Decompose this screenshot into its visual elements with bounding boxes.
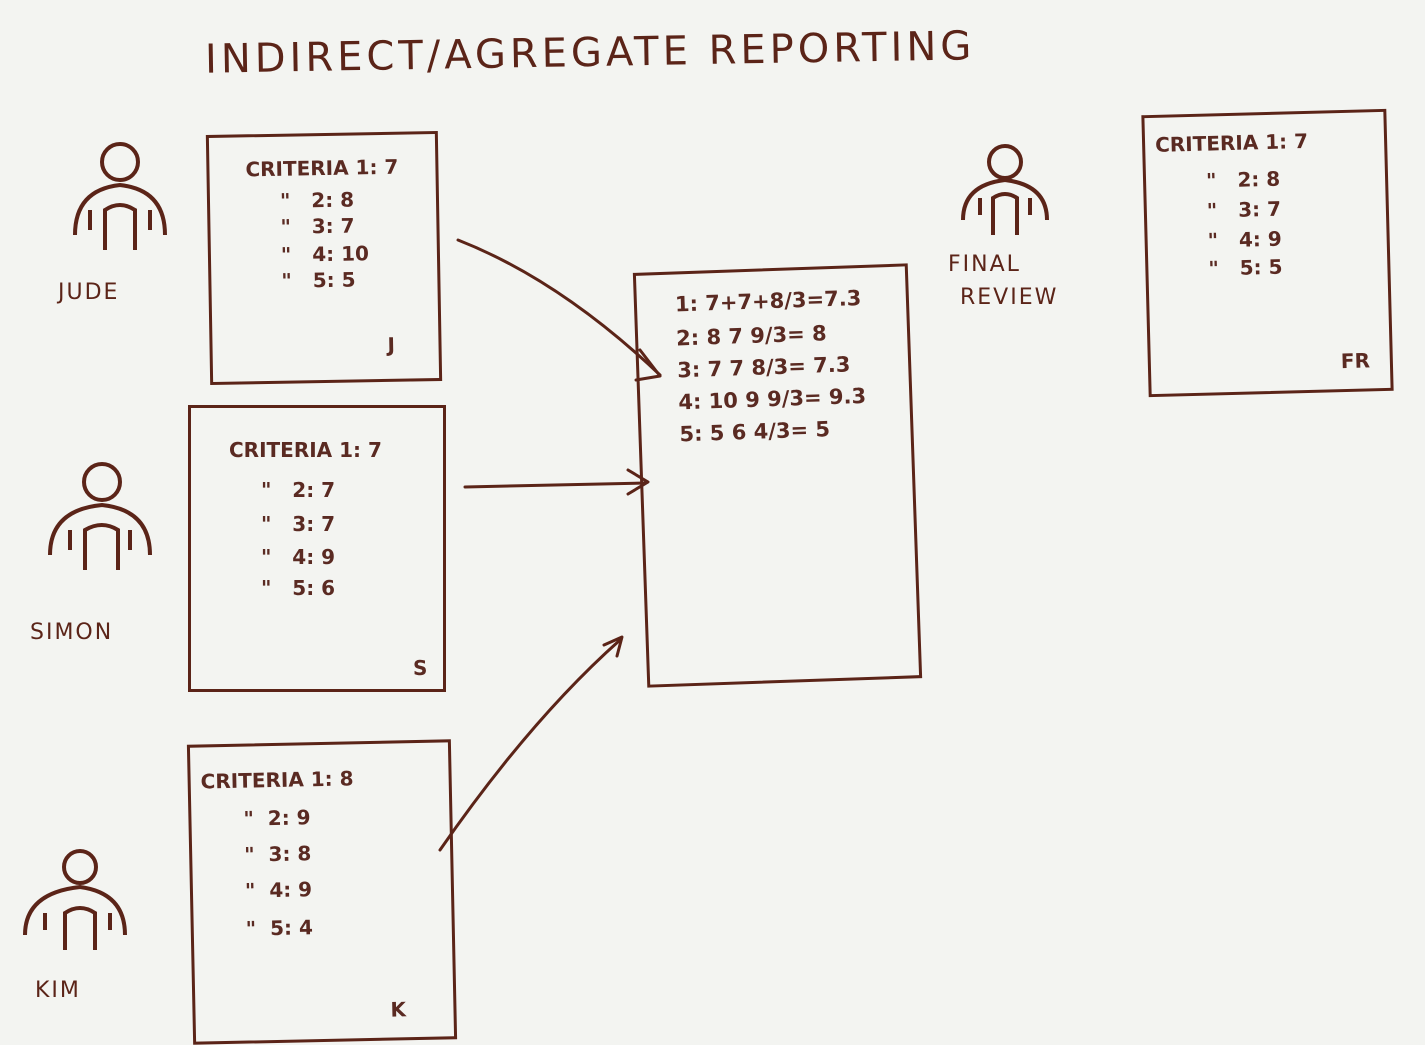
- sheet-initial: FR: [1340, 348, 1371, 374]
- sheet-row: " 4: 9: [244, 877, 313, 903]
- sheet-row: " 4: 9: [1207, 226, 1283, 253]
- person-final-review-icon: [955, 140, 1055, 250]
- arrow-jude-to-aggregate: [456, 238, 662, 377]
- sheet-row: " 5: 5: [281, 267, 356, 293]
- person-kim-icon: [10, 845, 130, 985]
- sheet-initial: J: [387, 332, 396, 357]
- final-review-label-line2: REVIEW: [960, 285, 1059, 310]
- aggregate-row: 3: 7 7 8/3= 7.3: [676, 352, 851, 383]
- sheet-row: " 2: 7: [261, 478, 336, 502]
- sheet-row: " 3: 7: [280, 213, 355, 239]
- sheet-row: " 5: 4: [245, 915, 314, 941]
- sheet-initial: S: [413, 656, 428, 680]
- final-review-label-line1: FINAL: [948, 252, 1021, 277]
- score-sheet-kim: CRITERIA 1: 8 " 2: 9 " 3: 8 " 4: 9 " 5: …: [186, 739, 458, 1045]
- person-simon-icon: [40, 460, 160, 600]
- reviewer-name-jude: JUDE: [58, 280, 120, 305]
- sheet-row: " 3: 7: [261, 512, 336, 536]
- aggregate-row: 2: 8 7 9/3= 8: [675, 321, 828, 351]
- arrow-simon-to-aggregate: [463, 481, 647, 489]
- sheet-row: " 5: 5: [1208, 254, 1283, 281]
- arrow-simon-head: [626, 468, 650, 496]
- sheet-initial: K: [390, 997, 407, 1022]
- arrow-kim-head: [602, 635, 624, 658]
- arrow-kim-to-aggregate: [438, 638, 622, 852]
- sheet-row: CRITERIA 1: 8: [200, 766, 354, 794]
- aggregate-row: 5: 5 6 4/3= 5: [679, 417, 831, 447]
- sheet-row: " 3: 7: [1206, 196, 1282, 223]
- sheet-row: " 2: 8: [1205, 166, 1281, 193]
- arrow-jude-head: [634, 348, 662, 382]
- reviewer-name-simon: SIMON: [30, 620, 114, 645]
- sheet-row: " 3: 8: [243, 841, 312, 867]
- aggregate-row: 1: 7+7+8/3=7.3: [674, 285, 862, 317]
- aggregate-row: 4: 10 9 9/3= 9.3: [677, 383, 867, 415]
- aggregate-sheet: 1: 7+7+8/3=7.3 2: 8 7 9/3= 8 3: 7 7 8/3=…: [632, 263, 923, 688]
- sheet-row: CRITERIA 1: 7: [245, 154, 399, 182]
- arrows-layer: [438, 238, 662, 852]
- final-review-sheet: CRITERIA 1: 7 " 2: 8 " 3: 7 " 4: 9 " 5: …: [1141, 108, 1394, 398]
- sheet-row: " 4: 10: [280, 241, 370, 267]
- sheet-row: " 4: 9: [261, 545, 336, 569]
- score-sheet-simon: CRITERIA 1: 7 " 2: 7 " 3: 7 " 4: 9 " 5: …: [188, 405, 446, 692]
- score-sheet-jude: CRITERIA 1: 7 " 2: 8 " 3: 7 " 4: 10 " 5:…: [205, 130, 443, 386]
- sheet-row: " 5: 6: [261, 576, 336, 600]
- sheet-row: " 2: 8: [279, 187, 355, 213]
- sheet-row: CRITERIA 1: 7: [229, 438, 382, 462]
- sheet-row: CRITERIA 1: 7: [1154, 128, 1309, 157]
- person-jude-icon: [60, 140, 180, 280]
- reviewer-name-kim: KIM: [35, 978, 81, 1003]
- sheet-row: " 2: 9: [243, 805, 311, 831]
